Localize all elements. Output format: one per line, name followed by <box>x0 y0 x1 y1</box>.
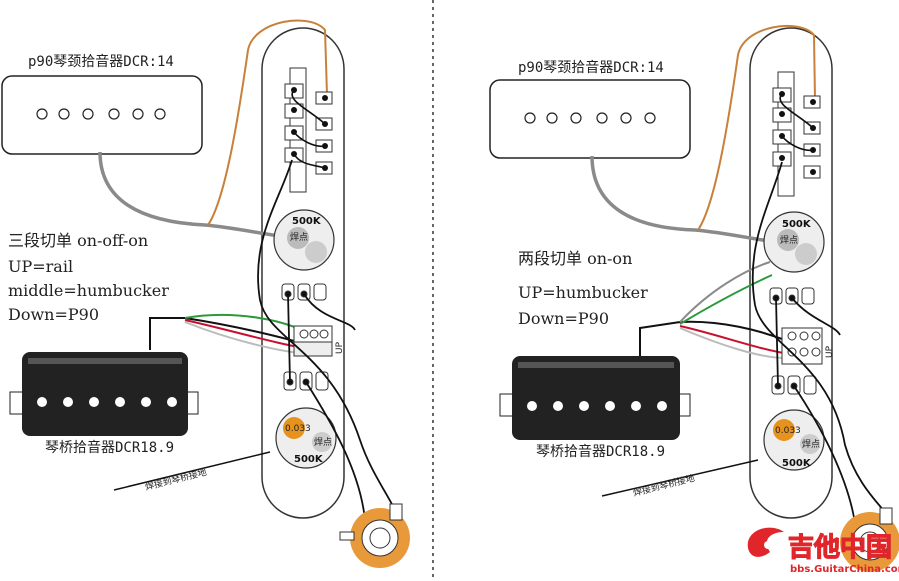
neck-pickup-label: p90琴颈拾音器DCR:14 <box>518 59 664 76</box>
watermark-brand: 吉他中国 <box>788 533 892 563</box>
neck-pole-pieces <box>36 108 166 120</box>
switch-type-label: 两段切单 on-on <box>518 249 632 268</box>
neck-pickup <box>489 79 691 159</box>
left-panel: p90琴颈拾音器DCR:14 <box>1 19 410 568</box>
output-jack <box>840 507 899 572</box>
svg-text:500K: 500K <box>782 458 812 469</box>
orange-wire <box>697 24 816 231</box>
svg-text:500K: 500K <box>294 454 324 465</box>
watermark-url: bbs.GuitarChina.com <box>790 564 899 575</box>
volume-lugs <box>769 287 815 305</box>
ground-wire <box>113 451 271 491</box>
volume-pot: 500K 焊点 <box>273 209 335 271</box>
black-wires <box>257 159 396 521</box>
mode-down-label: Down=P90 <box>8 305 99 324</box>
volume-pot: 500K 焊点 <box>763 211 825 273</box>
bridge-pickup-tab-left <box>9 391 25 415</box>
ground-note: 焊接到琴桥接地 <box>144 466 208 493</box>
mode-middle-label: middle=humbucker <box>8 281 169 300</box>
svg-text:焊点: 焊点 <box>290 231 308 243</box>
neck-gray-cable <box>98 151 301 240</box>
ground-note: 焊接到琴桥接地 <box>632 472 696 499</box>
neck-gray-cable <box>590 155 791 245</box>
neck-pickup-label: p90琴颈拾音器DCR:14 <box>28 53 174 70</box>
orange-wire <box>207 19 328 226</box>
bridge-pole-pieces <box>527 401 667 411</box>
bridge-pickup-label: 琴桥拾音器DCR18.9 <box>45 439 174 456</box>
svg-text:500K: 500K <box>782 219 812 230</box>
svg-text:焊点: 焊点 <box>314 436 332 448</box>
svg-text:UP: UP <box>825 345 835 358</box>
tone-pot: 0.033 焊点 500K <box>275 407 337 469</box>
tone-pot: 0.033 焊点 500K <box>763 409 825 471</box>
ground-wire <box>601 459 759 497</box>
svg-text:500K: 500K <box>292 216 322 227</box>
watermark-logo: 吉他中国 bbs.GuitarChina.com <box>747 527 899 575</box>
right-panel: p90琴颈拾音器DCR:14 500 <box>489 24 899 572</box>
bridge-pickup-label: 琴桥拾音器DCR18.9 <box>536 443 665 460</box>
mode-up-label: UP=rail <box>8 257 73 276</box>
pickup-switch <box>284 67 333 193</box>
svg-text:UP: UP <box>335 341 345 354</box>
mode-up-label: UP=humbucker <box>518 283 648 302</box>
bridge-pole-pieces <box>37 397 177 407</box>
bridge-pickup <box>22 352 188 436</box>
svg-text:焊点: 焊点 <box>780 234 798 246</box>
neck-pickup <box>1 75 203 155</box>
mode-down-label: Down=P90 <box>518 309 609 328</box>
output-jack <box>339 503 410 568</box>
pickup-switch <box>772 71 821 197</box>
svg-text:0.033: 0.033 <box>285 424 311 434</box>
svg-text:焊点: 焊点 <box>802 438 820 450</box>
bridge-pickup-tab-left <box>499 393 515 417</box>
bridge-pickup <box>512 356 680 440</box>
neck-pole-pieces <box>524 112 656 124</box>
switch-type-label: 三段切单 on-off-on <box>8 231 148 250</box>
svg-text:0.033: 0.033 <box>775 426 801 436</box>
black-wires <box>751 161 886 531</box>
